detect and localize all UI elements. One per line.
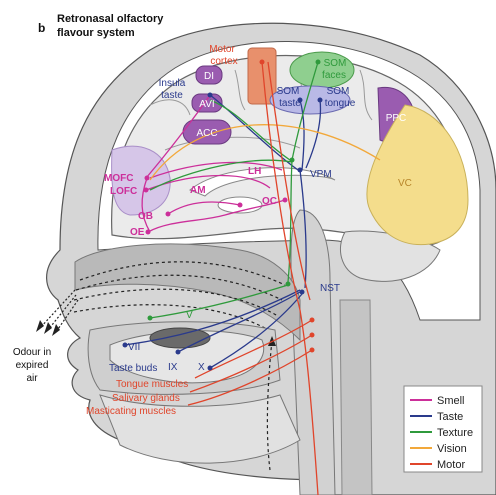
vc-label: VC — [398, 178, 412, 189]
taste-region — [149, 327, 211, 349]
brain-sulcus — [164, 136, 301, 151]
corpus-callosum — [189, 167, 336, 197]
ofc-region — [111, 145, 171, 216]
taste-path — [305, 99, 322, 169]
legend-label: Texture — [437, 427, 473, 439]
masticating-muscles-label: Masticating muscles — [86, 406, 176, 417]
som-taste-label: taste — [279, 98, 301, 109]
legend-label: Vision — [437, 443, 467, 455]
tongue-muscles-label: Tongue muscles — [116, 379, 188, 390]
legend-label: Taste — [437, 411, 463, 423]
vii-label: VII — [128, 342, 140, 353]
taste-path — [299, 99, 305, 171]
smell-path — [167, 201, 241, 215]
am-label: AM — [190, 185, 206, 196]
som-faces-label: faces — [322, 70, 346, 81]
x-label: X — [198, 362, 205, 373]
acc-label: ACC — [196, 128, 217, 139]
figure-title-line2: flavour system — [57, 27, 135, 39]
airflow-arc — [75, 274, 283, 301]
di-region — [195, 65, 223, 85]
vc-region — [366, 104, 469, 246]
ob-label: OB — [138, 211, 153, 222]
brain-sulcus — [359, 69, 373, 121]
som-taste-region — [269, 85, 351, 115]
figure-title-line1: Retronasal olfactory — [57, 13, 164, 25]
figure-letter: b — [38, 21, 45, 35]
taste-buds-label: Taste buds — [109, 363, 157, 374]
brainstem — [290, 209, 336, 495]
taste-path — [209, 293, 303, 369]
nucleus-dots — [122, 59, 323, 371]
jaw — [99, 394, 301, 464]
oe-label: OE — [130, 227, 145, 238]
vision-path — [149, 124, 381, 181]
ix-label: IX — [168, 362, 178, 373]
taste-path — [177, 291, 301, 353]
airflow-arc — [79, 261, 286, 286]
motor-cortex-label: Motor — [209, 44, 235, 55]
taste-path — [299, 169, 307, 289]
ppc-label: PPC — [386, 113, 407, 124]
motor-path — [189, 334, 313, 393]
brain-sulcus — [149, 99, 191, 116]
som-faces-label: SOM — [324, 58, 347, 69]
taste-path — [209, 94, 299, 171]
odour-label: expired — [16, 360, 49, 371]
texture-path — [149, 159, 293, 191]
motor-path — [267, 61, 311, 301]
legend-label: Motor — [437, 459, 465, 471]
salivary-glands-label: Salivary glands — [112, 393, 180, 404]
smell-path — [145, 94, 211, 179]
texture-path — [149, 284, 289, 319]
di-label: DI — [204, 71, 214, 82]
nst-label: NST — [320, 283, 340, 294]
insula-taste-label: taste — [161, 90, 183, 101]
odour-label: Odour in — [13, 347, 51, 358]
motor-path — [187, 349, 313, 406]
texture-path — [287, 159, 293, 283]
smell-path — [147, 199, 286, 233]
legend-label: Smell — [437, 395, 465, 407]
brain-sulcus — [234, 69, 246, 111]
motor-cortex-label: cortex — [210, 56, 237, 67]
smell-path — [141, 177, 151, 233]
avi-label: AVI — [199, 99, 214, 110]
airflow-arc — [73, 304, 273, 333]
odour-arrows — [36, 289, 79, 336]
motor-path — [261, 61, 319, 495]
texture-path — [291, 61, 319, 161]
nasal-cavity — [74, 243, 301, 342]
mofc-label: MOFC — [104, 173, 133, 184]
pharynx-airflow — [266, 339, 273, 471]
v-label: V — [186, 310, 193, 321]
motor-path — [194, 319, 313, 379]
airflow-arc — [73, 288, 279, 317]
vertebral-column — [339, 299, 373, 495]
lh-label: LH — [248, 166, 261, 177]
som-tongue-label: tongue — [325, 98, 356, 109]
taste-path — [124, 289, 301, 346]
motor-cortex-region — [247, 47, 277, 105]
insula-taste-label: Insula — [159, 78, 186, 89]
som-tongue-label: SOM — [327, 86, 350, 97]
oc-label: OC — [262, 196, 277, 207]
vpm-label: VPM — [310, 169, 332, 180]
som-taste-label: SOM — [277, 86, 300, 97]
lofc-label: LOFC — [110, 186, 137, 197]
odour-label: air — [26, 373, 38, 384]
smell-path — [149, 161, 283, 179]
